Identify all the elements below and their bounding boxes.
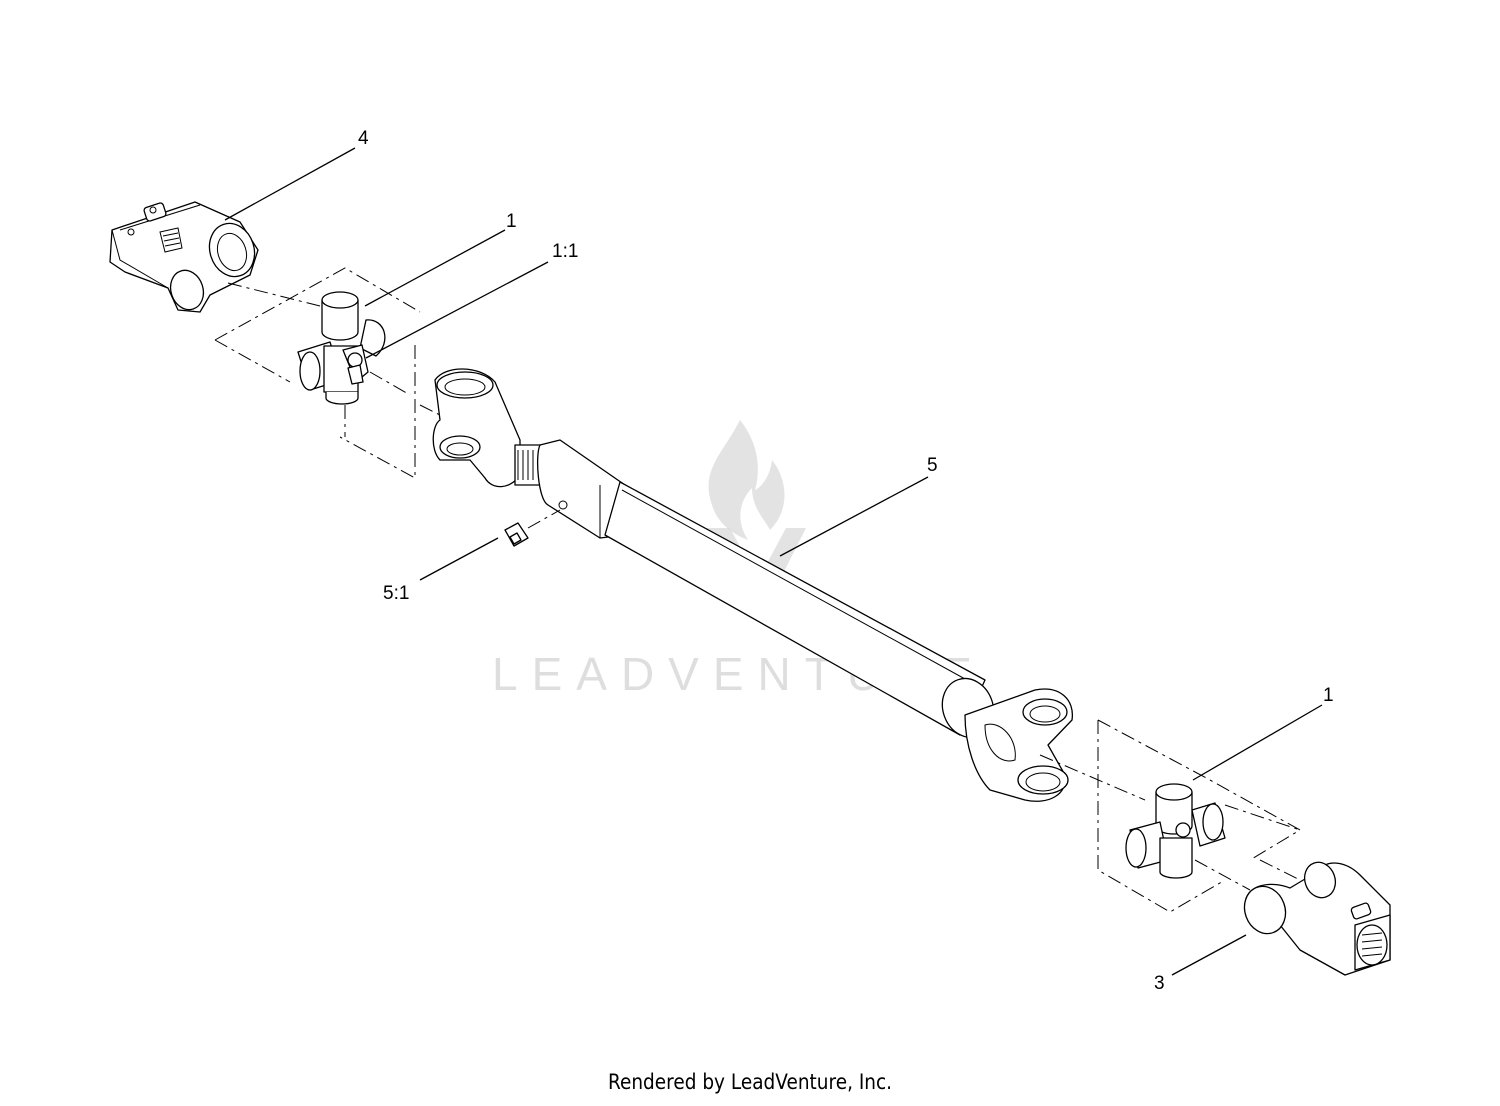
leader-5-1 (419, 537, 499, 581)
callout-3[interactable]: 3 (1154, 973, 1165, 994)
flame-logo-icon (708, 420, 785, 540)
end-yoke-top (109, 201, 259, 313)
assembly-lines-bottom (1039, 719, 1301, 913)
callout-1-1[interactable]: 1:1 (552, 241, 578, 262)
leader-3 (1171, 934, 1247, 976)
cross-bearing-bottom (1125, 783, 1226, 879)
cross-bearing-top (297, 291, 386, 405)
drive-shaft (432, 368, 1073, 802)
leader-1-1 (365, 261, 549, 359)
callout-5[interactable]: 5 (927, 455, 938, 476)
callout-4[interactable]: 4 (358, 128, 369, 149)
leader-lines (224, 147, 1323, 976)
leader-4 (224, 147, 356, 221)
callout-labels: 4 1 1:1 5 5:1 1 3 (358, 128, 1334, 994)
leader-1-bottom (1192, 704, 1323, 781)
leader-5 (779, 476, 929, 557)
callout-5-1[interactable]: 5:1 (383, 583, 409, 604)
callout-1-top[interactable]: 1 (506, 211, 517, 232)
leader-1-top (364, 229, 506, 307)
grease-fitting-shaft (504, 509, 561, 547)
callout-1-bottom[interactable]: 1 (1323, 685, 1334, 706)
end-yoke-bottom (1243, 861, 1391, 976)
footer-credit: Rendered by LeadVenture, Inc. (607, 1070, 893, 1094)
